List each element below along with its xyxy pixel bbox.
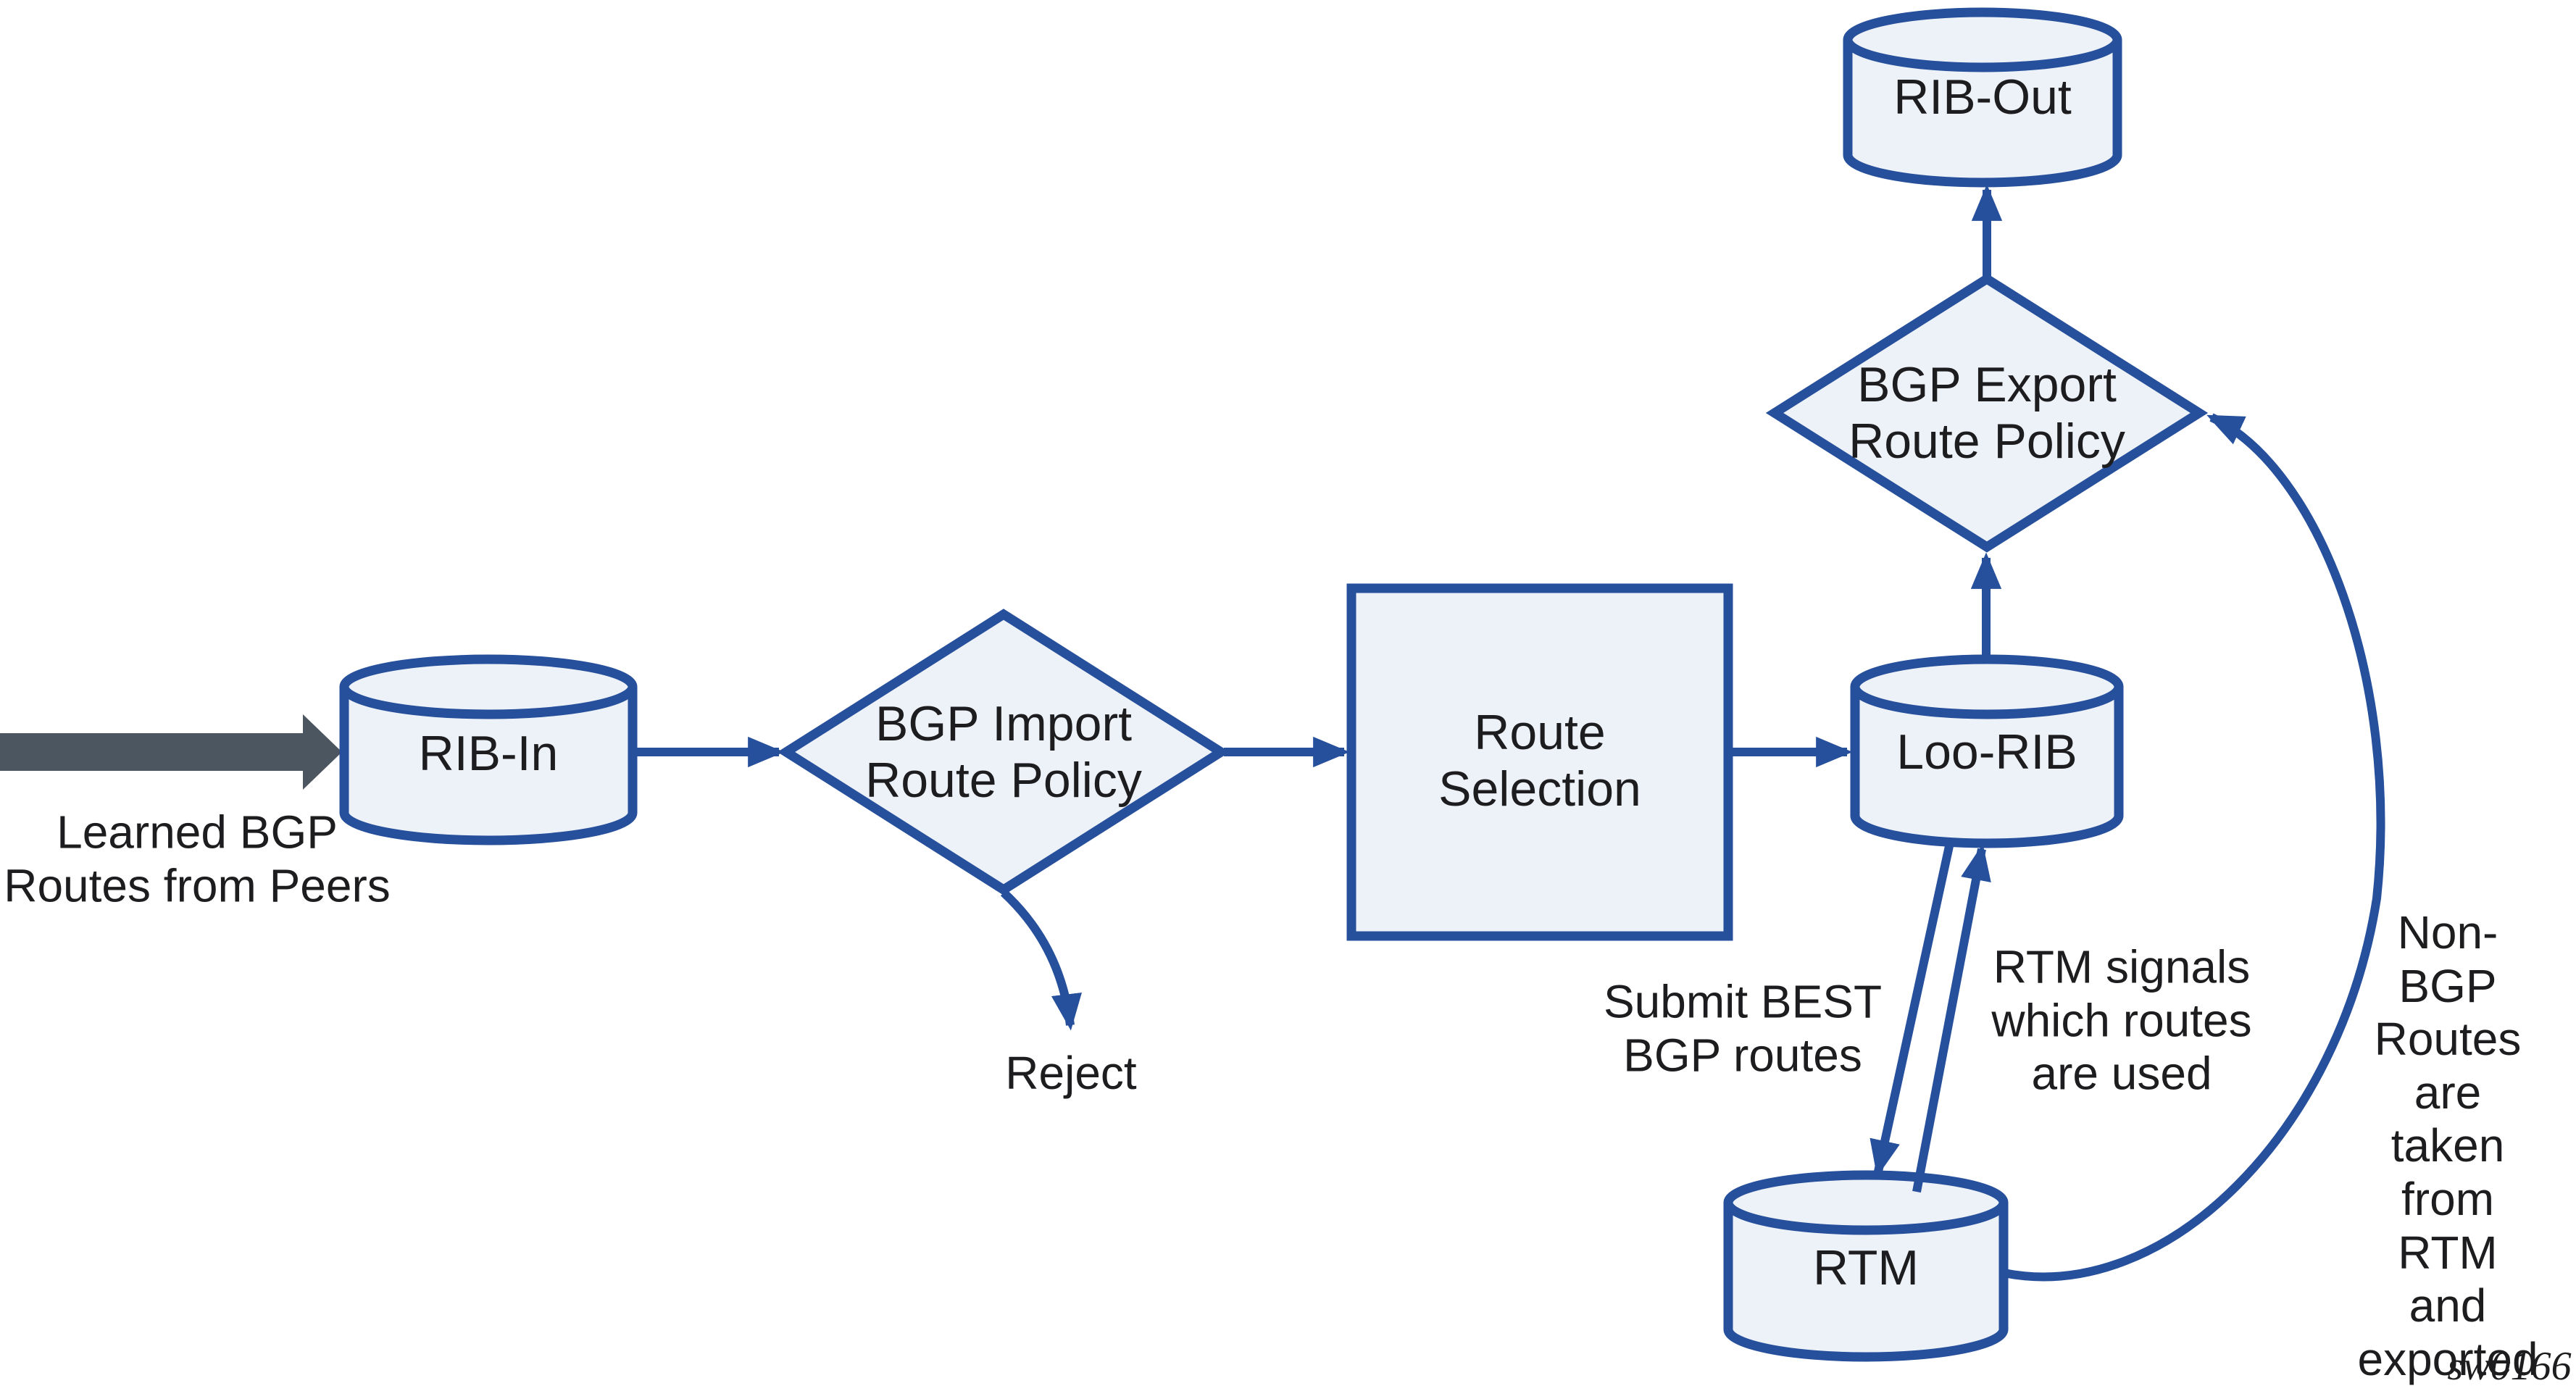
- reject-annotation: Reject: [1005, 1047, 1137, 1100]
- rib-out-cylinder-top: [1843, 7, 2122, 72]
- non-bgp-routes-annotation: Non-BGP Routes are taken from RTM and ex…: [2357, 906, 2538, 1391]
- rib-in-cylinder: [339, 654, 638, 845]
- rib-out-cylinder-body: [1843, 40, 2122, 188]
- bgp-export-policy-diamond: [1765, 273, 2209, 553]
- submit-best-annotation: Submit BEST BGP routes: [1603, 975, 1883, 1081]
- figure-watermark: sw0166: [2447, 1343, 2572, 1389]
- route-selection-box: [1346, 583, 1733, 941]
- bgp-import-policy-label: BGP Import Route Policy: [865, 696, 1142, 808]
- edge-loorib-to-rtm-submit-best: [1870, 845, 1954, 1177]
- bgp-export-policy-label: BGP Export Route Policy: [1848, 356, 2125, 469]
- rtm-label: RTM: [1812, 1240, 1920, 1295]
- loo-rib-label: Loo-RIB: [1896, 724, 2077, 780]
- rib-in-cylinder-body: [339, 687, 638, 845]
- rtm-cylinder-body: [1723, 1203, 2009, 1362]
- rib-in-label: RIB-In: [418, 725, 559, 781]
- loo-rib-cylinder: [1850, 654, 2124, 848]
- edge-rtm-to-loorib-signals: [1912, 843, 1991, 1193]
- route-selection-label: Route Selection: [1438, 704, 1641, 816]
- rtm-cylinder: [1723, 1170, 2009, 1362]
- bgp-import-policy-diamond: [777, 609, 1230, 895]
- rtm-signals-annotation: RTM signals which routes are used: [1991, 940, 2252, 1100]
- rib-out-cylinder: [1843, 7, 2122, 188]
- learned-routes-arrow: [0, 714, 342, 790]
- loo-rib-cylinder-top: [1850, 654, 2124, 719]
- rtm-cylinder-top: [1723, 1170, 2009, 1235]
- loo-rib-cylinder-body: [1850, 687, 2124, 848]
- edge-rtm-to-export-policy-curve: [2002, 413, 2385, 1282]
- rib-in-cylinder-top: [339, 654, 638, 719]
- rib-out-label: RIB-Out: [1893, 69, 2072, 125]
- edge-import-policy-to-reject: [1000, 889, 1082, 1031]
- learned-routes-annotation: Learned BGP Routes from Peers: [4, 806, 391, 911]
